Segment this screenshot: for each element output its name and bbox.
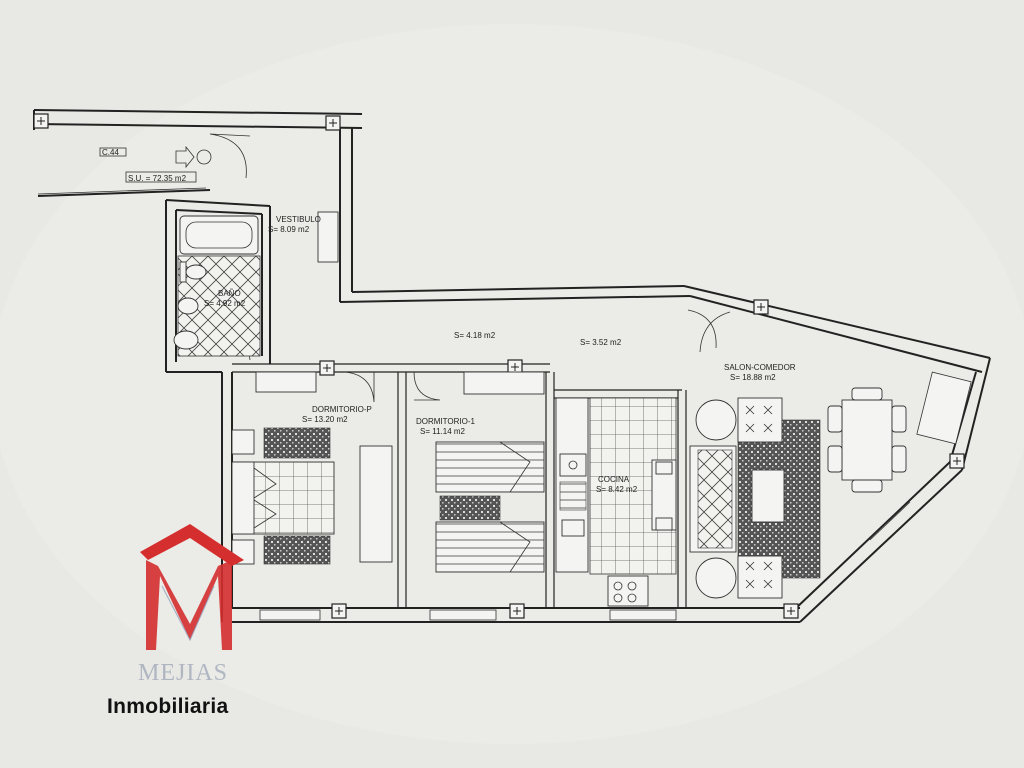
stove-icon [607,575,649,607]
vestibulo-name: VESTIBULO [276,215,321,224]
cocina-area: S= 8.42 m2 [596,485,638,494]
bano-name: BAÑO [218,289,241,298]
side-table-icon [695,557,737,599]
single-bed-icon [435,441,545,493]
brand-subtitle: Inmobiliaria [107,695,229,718]
salon-comedor: SALON-COMEDOR S= 18.88 m2 [689,363,907,599]
structural-columns [33,113,965,619]
kitchen: COCINA S= 8.42 m2 [555,397,677,607]
armchair-icon [737,555,783,599]
windows [259,371,972,621]
dining-table-icon [841,399,893,481]
total-area-label: S.U. = 72.35 m2 [128,174,187,183]
brand-logo [140,524,244,650]
pasillo-1-area: S= 4.18 m2 [454,331,496,340]
pasillo-2-area: S= 3.52 m2 [580,338,622,347]
dormitorio-p-name: DORMITORIO-P [312,405,372,414]
toilet-icon [185,264,207,280]
salon-name: SALON-COMEDOR [724,363,796,372]
salon-area: S= 18.88 m2 [730,373,776,382]
coffee-table-icon [751,469,785,523]
brand-name: MEJIAS [138,660,229,686]
vestibulo-closet [317,211,339,263]
dormitorio-1-area: S= 11.14 m2 [420,427,466,436]
cocina-name: COCINA [598,475,630,484]
bidet-icon [177,297,199,315]
dormitorio-1-name: DORMITORIO-1 [416,417,476,426]
wardrobe-icon [463,371,545,395]
kitchen-sink-icon [559,453,587,477]
logo-m-icon [146,560,232,650]
bathtub-icon [179,215,259,255]
dormitorio-p-area: S= 13.20 m2 [302,415,348,424]
wardrobe-icon [359,445,393,563]
logo-roof-icon [140,524,244,566]
dormitorio-1: DORMITORIO-1 S= 11.14 m2 [416,371,545,573]
vestibulo-area: S= 8.09 m2 [268,225,310,234]
sink-icon [173,330,199,350]
single-bed-icon [435,521,545,573]
side-table-icon [695,399,737,441]
bano-area: S= 4.92 m2 [204,299,246,308]
entry-tag: C.44 [102,148,119,157]
dormitorio-p: DORMITORIO-P S= 13.20 m2 [231,371,393,565]
bathroom: BAÑO S= 4.92 m2 [173,215,261,357]
armchair-icon [737,397,783,443]
entry-landing: C.44 S.U. = 72.35 m2 [33,109,363,197]
